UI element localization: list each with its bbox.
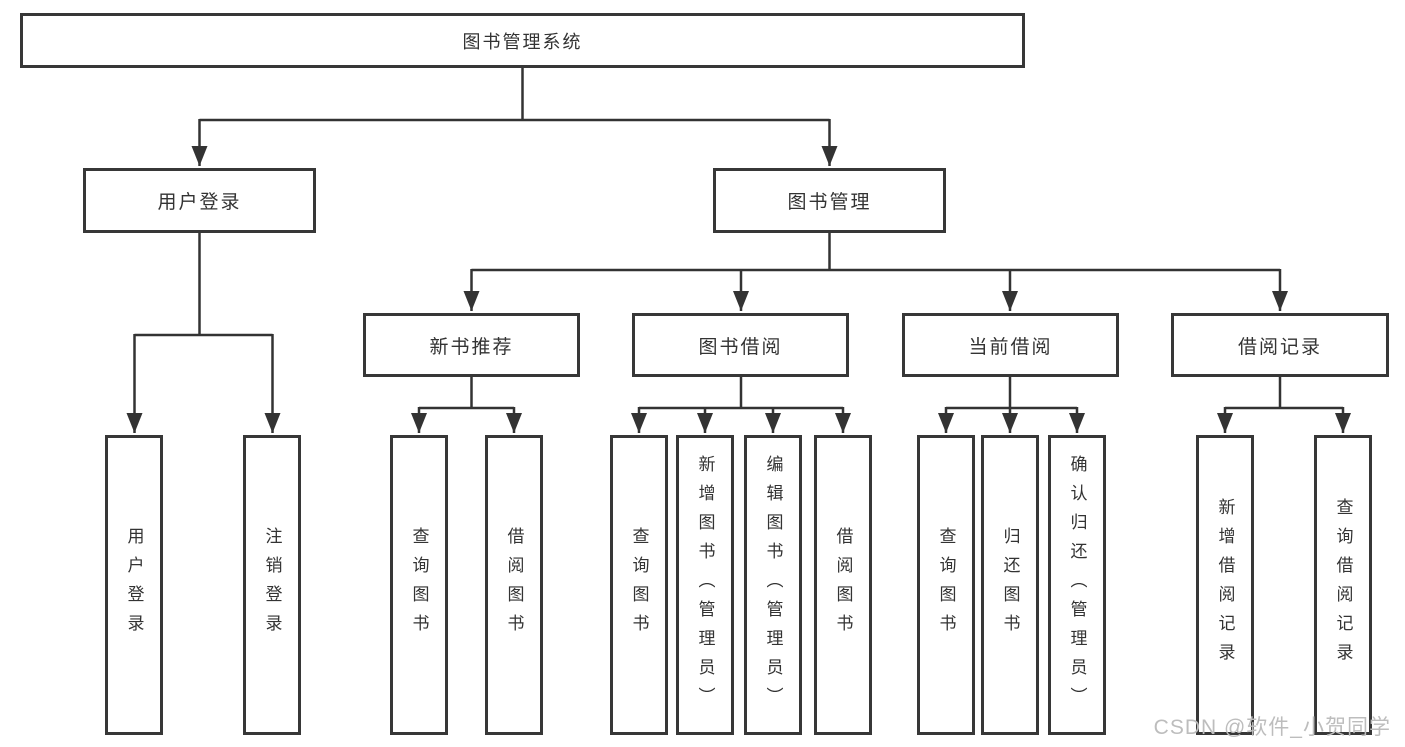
leaf-label: 新增图书（管理员） [695,454,715,716]
leaf-borrowing-borrow-books: 借阅图书 [814,435,872,735]
leaf-records-add-borrow-record: 新增借阅记录 [1196,435,1254,735]
leaf-label: 确认归还（管理员） [1067,454,1087,716]
node-label: 当前借阅 [968,336,1053,358]
leaf-label: 查询图书 [409,527,429,643]
leaf-label: 用户登录 [124,527,144,643]
leaf-label: 借阅图书 [504,527,524,643]
node-new-book-recommendation: 新书推荐 [363,313,580,377]
leaf-current-query-books: 查询图书 [917,435,975,735]
leaf-label: 归还图书 [1000,527,1020,643]
leaf-borrowing-edit-books-admin: 编辑图书（管理员） [744,435,802,735]
node-book-borrowing: 图书借阅 [632,313,849,377]
leaf-label: 借阅图书 [833,527,853,643]
csdn-watermark: CSDN @软件_小贺同学 [1153,716,1391,739]
leaf-label: 新增借阅记录 [1215,498,1235,672]
node-book-management: 图书管理 [713,168,946,233]
node-label: 借阅记录 [1237,336,1322,358]
leaf-logout: 注销登录 [243,435,301,735]
node-label: 用户登录 [157,192,242,213]
node-library-management-system: 图书管理系统 [20,13,1025,68]
leaf-label: 查询图书 [936,527,956,643]
leaf-label: 查询借阅记录 [1333,498,1353,672]
node-borrowing-records: 借阅记录 [1171,313,1389,377]
node-label: 图书借阅 [698,336,783,358]
node-user-login: 用户登录 [83,168,316,233]
leaf-recommend-query-books: 查询图书 [390,435,448,735]
leaf-current-return-books: 归还图书 [981,435,1039,735]
leaf-borrowing-add-books-admin: 新增图书（管理员） [676,435,734,735]
leaf-label: 编辑图书（管理员） [763,454,783,716]
node-label: 新书推荐 [429,336,514,358]
leaf-user-login: 用户登录 [105,435,163,735]
leaf-label: 注销登录 [262,527,282,643]
leaf-borrowing-query-books: 查询图书 [610,435,668,735]
node-current-borrowing: 当前借阅 [902,313,1119,377]
leaf-recommend-borrow-books: 借阅图书 [485,435,543,735]
node-label: 图书管理系统 [462,31,583,52]
leaf-label: 查询图书 [629,527,649,643]
leaf-records-query-borrow-record: 查询借阅记录 [1314,435,1372,735]
leaf-current-confirm-return-admin: 确认归还（管理员） [1048,435,1106,735]
node-label: 图书管理 [787,192,872,213]
